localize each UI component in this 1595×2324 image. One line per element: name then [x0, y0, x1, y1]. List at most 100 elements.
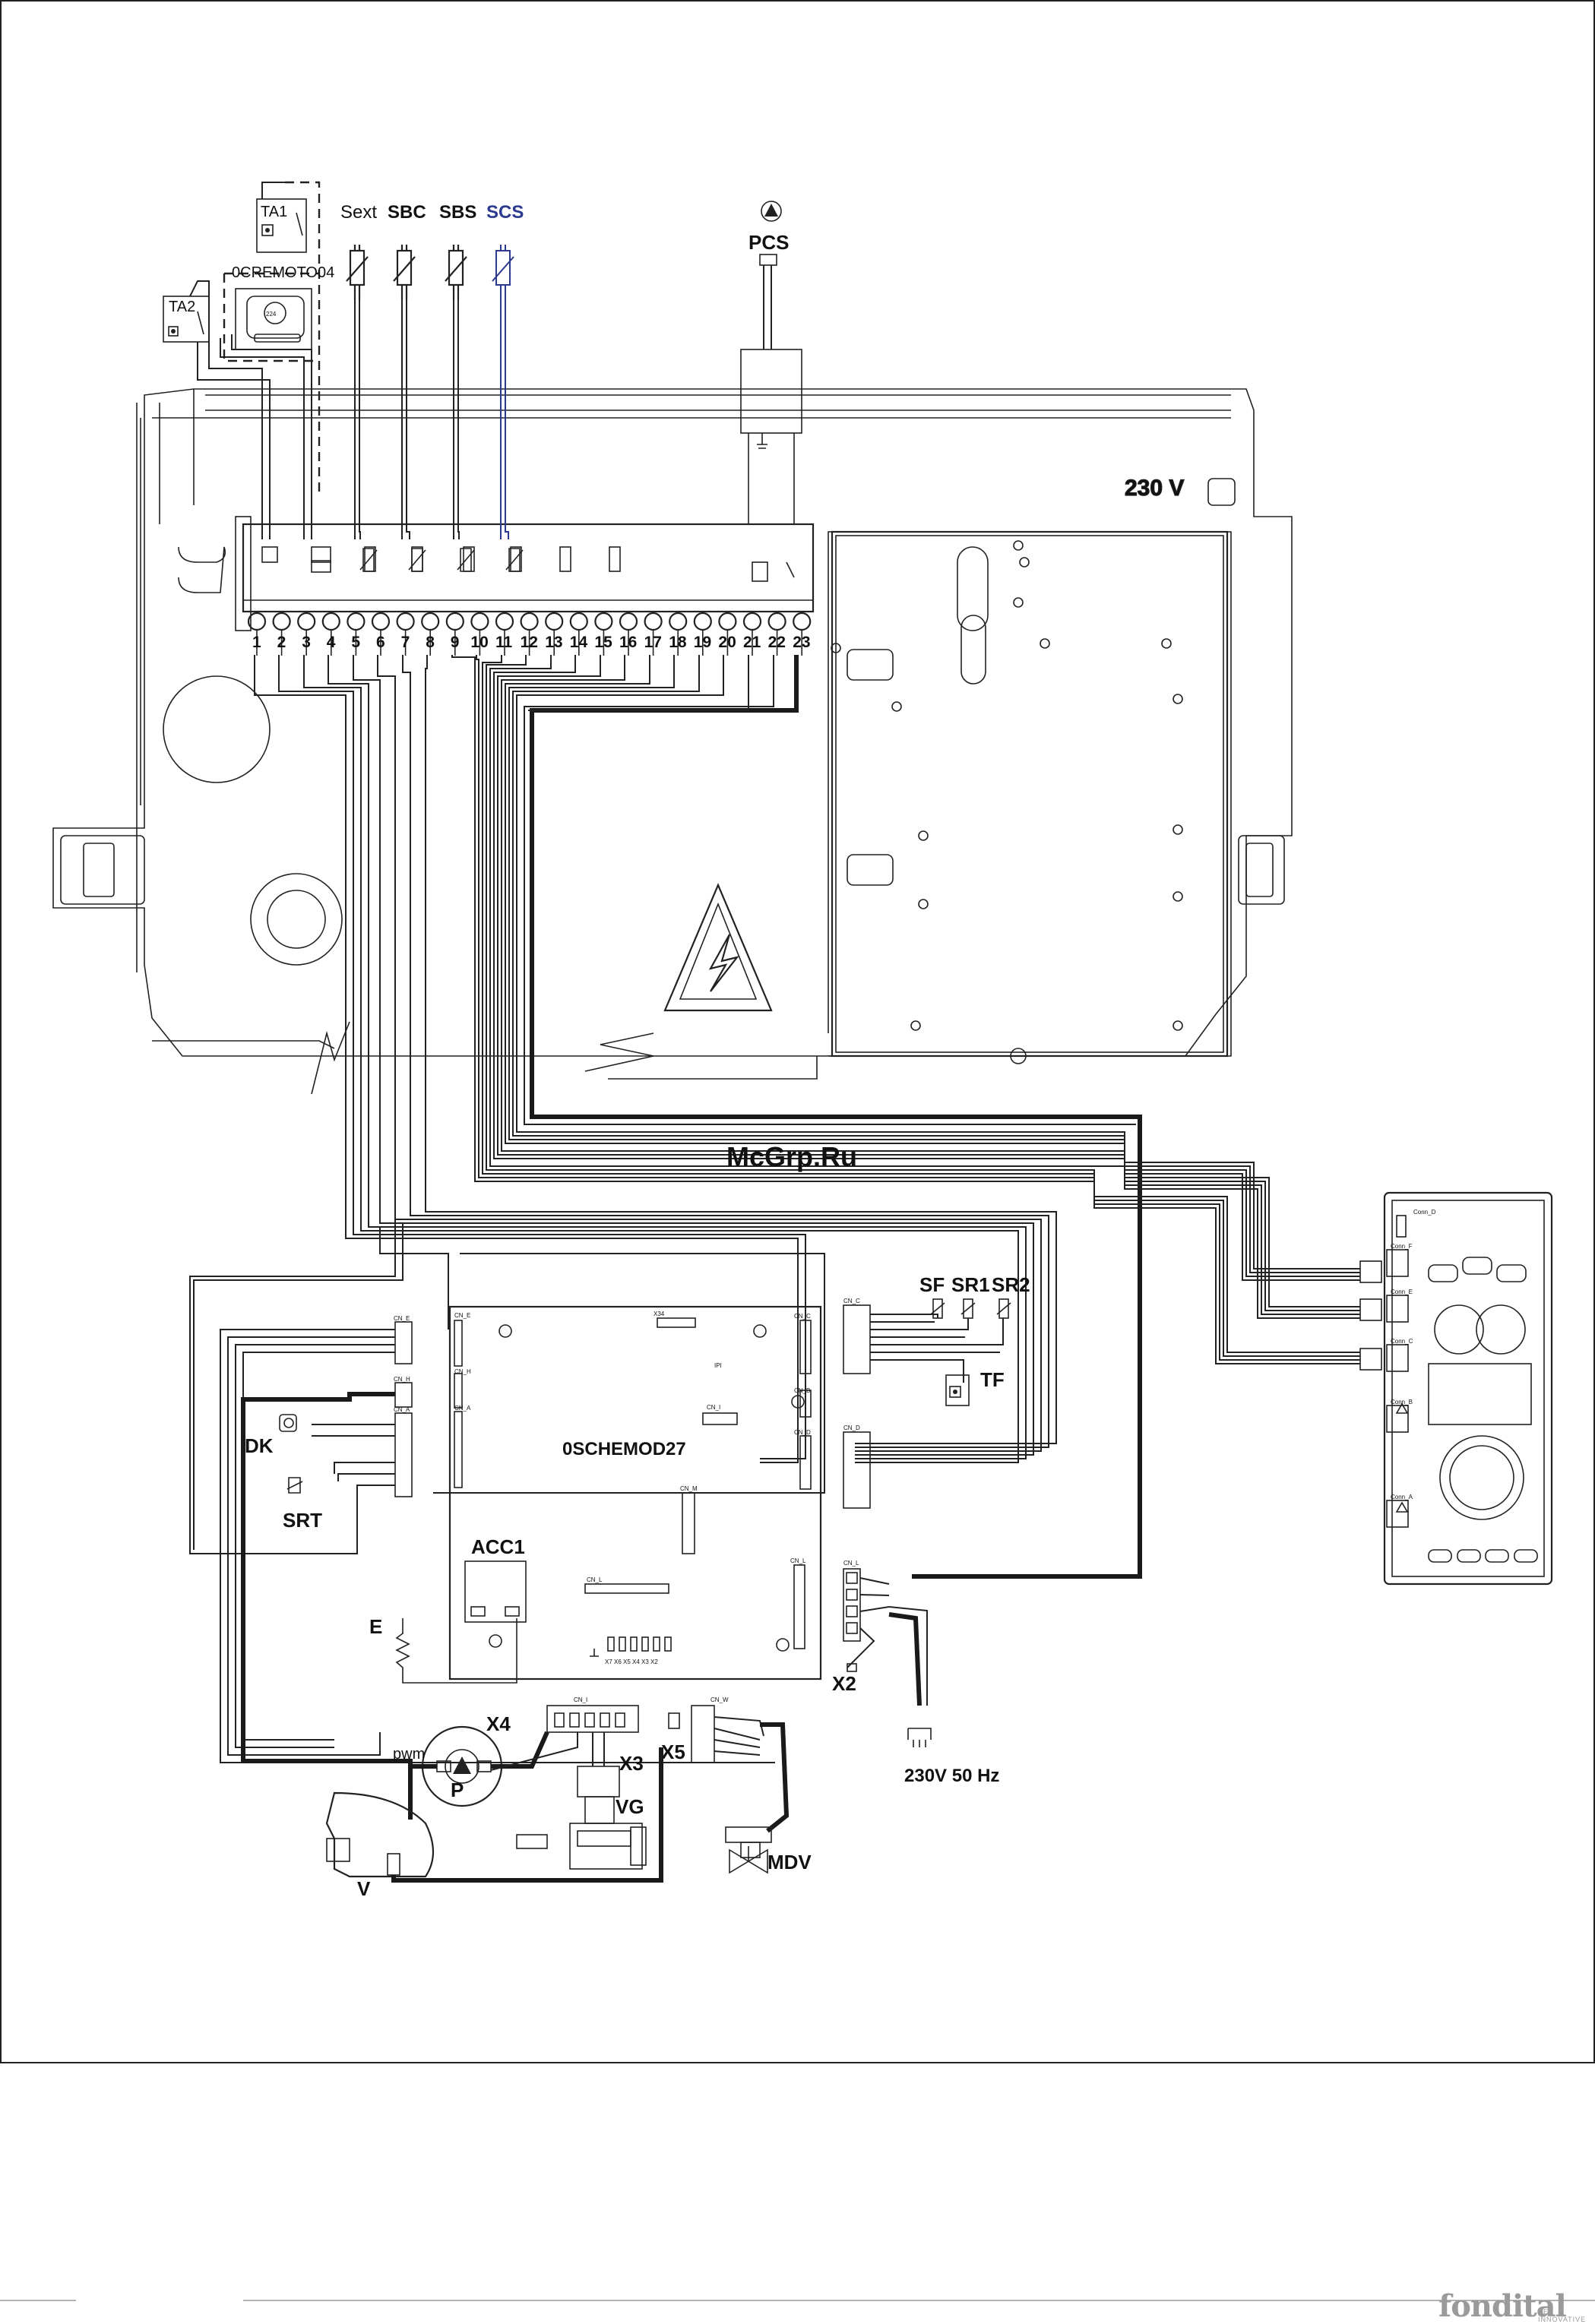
x2-label: X2 [832, 1672, 856, 1695]
sf-label: SF [919, 1273, 945, 1296]
thermistor-leads [393, 245, 416, 300]
ta1-thermostat: TA1 [256, 198, 307, 253]
terminal-probe-symbol [408, 548, 426, 572]
sensor-cluster: SF SR1 SR2 CN_C TF CN_D [843, 1273, 1030, 1509]
terminal-screw [767, 612, 786, 631]
terminal-number: 9 [451, 634, 460, 651]
terminal-screw [644, 612, 663, 631]
svg-text:CN_W: CN_W [710, 1696, 729, 1703]
svg-text:CN_B: CN_B [794, 1387, 810, 1394]
terminal-screw [470, 612, 489, 631]
terminal-screw [396, 612, 415, 631]
terminal-screw [693, 612, 712, 631]
svg-text:X34: X34 [654, 1311, 665, 1317]
terminal-screw [669, 612, 688, 631]
terminal-probe-symbol [457, 548, 475, 572]
thermistor-symbol [448, 249, 464, 286]
mdv-label: MDV [767, 1851, 812, 1873]
svg-text:CN_M: CN_M [680, 1485, 698, 1492]
terminal-number: 12 [521, 634, 538, 651]
terminal-screw [321, 612, 340, 631]
svg-text:Conn_E: Conn_E [1391, 1288, 1413, 1295]
thermistor-leads [445, 245, 467, 300]
probe-wire [453, 300, 460, 539]
jumper-row: X7 X6 X5 X4 X3 X2 [590, 1636, 672, 1665]
svg-text:Conn_D: Conn_D [1413, 1209, 1436, 1216]
svg-text:CN_A: CN_A [454, 1405, 471, 1412]
svg-text:CN_C: CN_C [843, 1298, 860, 1304]
sr2-label: SR2 [992, 1273, 1030, 1296]
terminal-number: 7 [401, 634, 410, 651]
x5-label: X5 [661, 1741, 685, 1763]
terminal-number: 21 [743, 634, 761, 651]
terminal-number: 19 [694, 634, 711, 651]
ta1-label: TA1 [261, 204, 287, 220]
svg-text:CN_H: CN_H [454, 1368, 471, 1375]
svg-text:224: 224 [266, 311, 277, 318]
terminal-probe-symbol [505, 548, 524, 572]
ta2-thermostat: TA2 [163, 280, 271, 539]
terminal-number: 14 [570, 634, 588, 651]
terminal-screw [594, 612, 613, 631]
terminal-screw [520, 612, 539, 631]
terminal-number: 6 [376, 634, 385, 651]
thermistor-leads [346, 245, 369, 300]
electrical-cover: 230 V [663, 475, 1236, 1064]
terminal-number: 18 [669, 634, 687, 651]
terminal-number: 8 [426, 634, 435, 651]
srt-label: SRT [283, 1509, 322, 1532]
terminal-screw [347, 612, 366, 631]
x3-label: X3 [619, 1752, 644, 1775]
power-label: 230V 50 Hz [904, 1766, 999, 1786]
svg-text:Conn_F: Conn_F [1391, 1243, 1413, 1250]
probe-label-sext: Sext [340, 202, 377, 223]
terminal-screw [272, 612, 291, 631]
terminal-screw [371, 612, 391, 631]
terminal-number: 4 [327, 634, 336, 651]
terminal-number: 22 [768, 634, 786, 651]
terminal-screw [619, 612, 638, 631]
terminal-screw [421, 612, 440, 631]
svg-text:CN_L: CN_L [843, 1560, 859, 1567]
terminal-screw [569, 612, 588, 631]
terminal-number: 13 [545, 634, 562, 651]
svg-text:Conn_B: Conn_B [1391, 1399, 1413, 1405]
svg-text:CN_L: CN_L [587, 1576, 603, 1583]
svg-text:CN_I: CN_I [574, 1696, 587, 1703]
terminal-screw [718, 612, 737, 631]
svg-text:CN_A: CN_A [394, 1406, 410, 1413]
pcs-pump: PCS [748, 201, 789, 449]
thermistor-symbol [349, 249, 366, 286]
tf-label: TF [980, 1368, 1005, 1391]
terminal-number: 5 [351, 634, 360, 651]
terminal-screw [545, 612, 564, 631]
dk-label: DK [245, 1434, 274, 1457]
terminal-probe-symbol [359, 548, 378, 572]
terminal-screw [297, 612, 316, 631]
terminal-number: 23 [793, 634, 810, 651]
svg-text:CN_C: CN_C [794, 1313, 811, 1320]
terminal-number: 17 [644, 634, 662, 651]
pcs-label: PCS [748, 231, 789, 254]
boiler-housing [52, 388, 1293, 1095]
terminal-number: 1 [252, 634, 261, 651]
vg-label: VG [616, 1795, 644, 1818]
terminal-number: 3 [302, 634, 311, 651]
main-harness [189, 655, 1360, 1579]
ta2-label: TA2 [169, 299, 195, 315]
probe-wire [401, 300, 410, 539]
probe-label-scs: SCS [486, 202, 524, 223]
svg-text:IPI: IPI [714, 1362, 722, 1369]
terminal-number: 2 [277, 634, 286, 651]
bottom-components: CN_I X4 X3 X5 P pwm VG V CN_W [325, 1560, 999, 1900]
fan-label: V [357, 1877, 371, 1900]
terminal-screw [445, 612, 464, 631]
remote-dashed-box [223, 181, 321, 494]
terminal-captions [261, 546, 795, 582]
svg-text:CN_H: CN_H [394, 1376, 410, 1383]
board-label: 0SCHEMOD27 [562, 1439, 686, 1459]
terminal-number: 11 [495, 634, 513, 651]
